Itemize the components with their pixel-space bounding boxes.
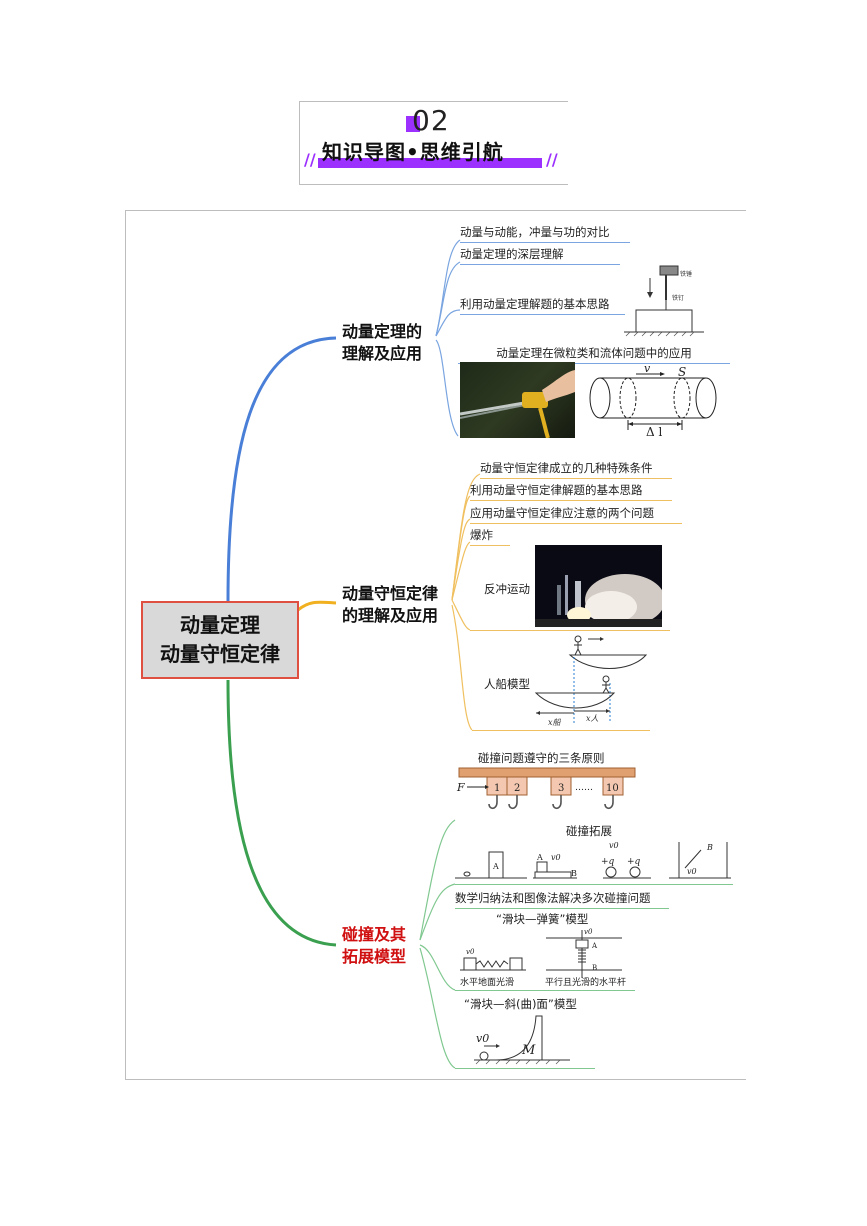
branch2-line2: 的理解及应用 bbox=[342, 606, 439, 625]
nail-label: 铁钉 bbox=[672, 294, 684, 302]
b2-item-2: 应用动量守恒定律应注意的两个问题 bbox=[470, 505, 682, 524]
branch-collision-models: 碰撞及其 拓展模型 bbox=[342, 924, 406, 968]
section-number: 02 bbox=[412, 104, 450, 137]
charge-2-label: +q bbox=[627, 857, 641, 867]
branch1-line2: 理解及应用 bbox=[342, 344, 423, 363]
area-label: S bbox=[678, 365, 686, 379]
b3-item-1: 碰撞拓展 bbox=[566, 824, 612, 838]
branch1-line1: 动量定理的 bbox=[342, 322, 423, 341]
b2-item-4: 反冲运动 bbox=[484, 582, 530, 596]
v0-label-3: v0 bbox=[687, 867, 697, 876]
velocity-label: v bbox=[644, 362, 651, 375]
b3-item-3: “滑块—弹簧”模型 bbox=[496, 912, 589, 926]
root-line1: 动量定理 bbox=[180, 613, 260, 637]
block-1-label: 1 bbox=[494, 783, 500, 794]
v0-label-4: v0 bbox=[466, 948, 475, 956]
charge-1-label: +q bbox=[601, 857, 615, 867]
b2-divider bbox=[470, 630, 670, 631]
b3-item-2: 数学归纳法和图像法解决多次碰撞问题 bbox=[455, 890, 669, 909]
fluid-cylinder-diagram: v S Δ l bbox=[589, 362, 717, 438]
block-curved-surface-diagram: v0 M bbox=[474, 1015, 570, 1065]
block-b-label-1: B bbox=[571, 869, 577, 878]
branch3-line1: 碰撞及其 bbox=[342, 925, 407, 944]
b1-item-0: 动量与动能，冲量与功的对比 bbox=[460, 224, 630, 243]
v0-label-2: v0 bbox=[609, 841, 619, 850]
b3-item-4: “滑块—斜(曲)面”模型 bbox=[464, 997, 577, 1011]
b2-item-0: 动量守恒定律成立的几种特殊条件 bbox=[480, 460, 672, 479]
block-3-label: 3 bbox=[558, 783, 564, 794]
block-2-label: 2 bbox=[514, 783, 520, 794]
b-field-label: B bbox=[706, 843, 713, 852]
b1-item-1: 动量定理的深层理解 bbox=[460, 246, 620, 265]
root-line2: 动量守恒定律 bbox=[160, 642, 280, 666]
branch2-line1: 动量守恒定律 bbox=[342, 584, 439, 603]
x-boat-label: x船 bbox=[548, 718, 562, 727]
b1-item-3: 动量定理在微粒类和流体问题中的应用 bbox=[458, 345, 730, 364]
b1-item-2: 利用动量定理解题的基本思路 bbox=[460, 296, 625, 315]
left-slash-icon: // bbox=[304, 150, 316, 169]
block-a-label-1: A bbox=[492, 862, 499, 871]
rocket-launch-photo bbox=[535, 545, 665, 627]
collision-expansion-diagrams: A A B v0 +q +q v0 B v0 bbox=[455, 841, 731, 879]
hammer-label: 铁锤 bbox=[680, 270, 692, 278]
x-person-label: x人 bbox=[586, 714, 599, 723]
person-boat-diagram: x船 x人 bbox=[534, 635, 648, 727]
block-a-label-3: A bbox=[591, 942, 598, 950]
mass-m-label: M bbox=[521, 1043, 536, 1058]
v0-label-5: v0 bbox=[584, 928, 593, 936]
block-a-label-2: A bbox=[536, 853, 543, 862]
force-label: F bbox=[456, 781, 465, 794]
v0-label-6: v0 bbox=[476, 1032, 489, 1045]
right-slash-icon: // bbox=[546, 150, 558, 169]
delta-l-label: Δ l bbox=[646, 425, 662, 438]
b3-divider-3 bbox=[455, 1068, 595, 1069]
hooks-collision-diagram: 1 2 3 10 …… F bbox=[456, 767, 636, 810]
b2-item-3: 爆炸 bbox=[470, 527, 510, 546]
root-node: 动量定理 动量守恒定律 bbox=[141, 601, 299, 679]
b2-divider-2 bbox=[472, 730, 650, 731]
b3-item-0: 碰撞问题遵守的三条原则 bbox=[478, 751, 605, 765]
b3-divider-2 bbox=[455, 990, 635, 991]
branch-momentum-conservation: 动量守恒定律 的理解及应用 bbox=[342, 583, 438, 627]
header-underline-bar bbox=[318, 158, 542, 168]
water-hose-photo bbox=[459, 362, 575, 439]
block-b-label-2: B bbox=[592, 964, 597, 972]
section-header: 02 // 知识导图•思维引航 // bbox=[299, 101, 568, 185]
branch-momentum-theorem: 动量定理的 理解及应用 bbox=[342, 321, 422, 365]
section-title: 知识导图•思维引航 bbox=[322, 140, 504, 164]
branch3-line2: 拓展模型 bbox=[342, 947, 407, 966]
mindmap-frame bbox=[125, 210, 746, 1080]
b3-sublabel-0: 水平地面光滑 bbox=[460, 978, 515, 988]
b3-divider-1 bbox=[455, 884, 733, 885]
block-spring-diagrams: v0 A B v0 bbox=[460, 928, 622, 978]
ellipsis-label: …… bbox=[575, 783, 593, 793]
b2-item-5: 人船模型 bbox=[484, 677, 530, 691]
hammer-nail-diagram: 铁锤 铁钉 bbox=[624, 265, 704, 337]
v0-label-1: v0 bbox=[551, 853, 561, 862]
b3-sublabel-1: 平行且光滑的水平杆 bbox=[545, 978, 627, 988]
header-accent-square bbox=[406, 116, 420, 132]
block-10-label: 10 bbox=[606, 783, 619, 794]
b2-item-1: 利用动量守恒定律解题的基本思路 bbox=[470, 482, 672, 501]
